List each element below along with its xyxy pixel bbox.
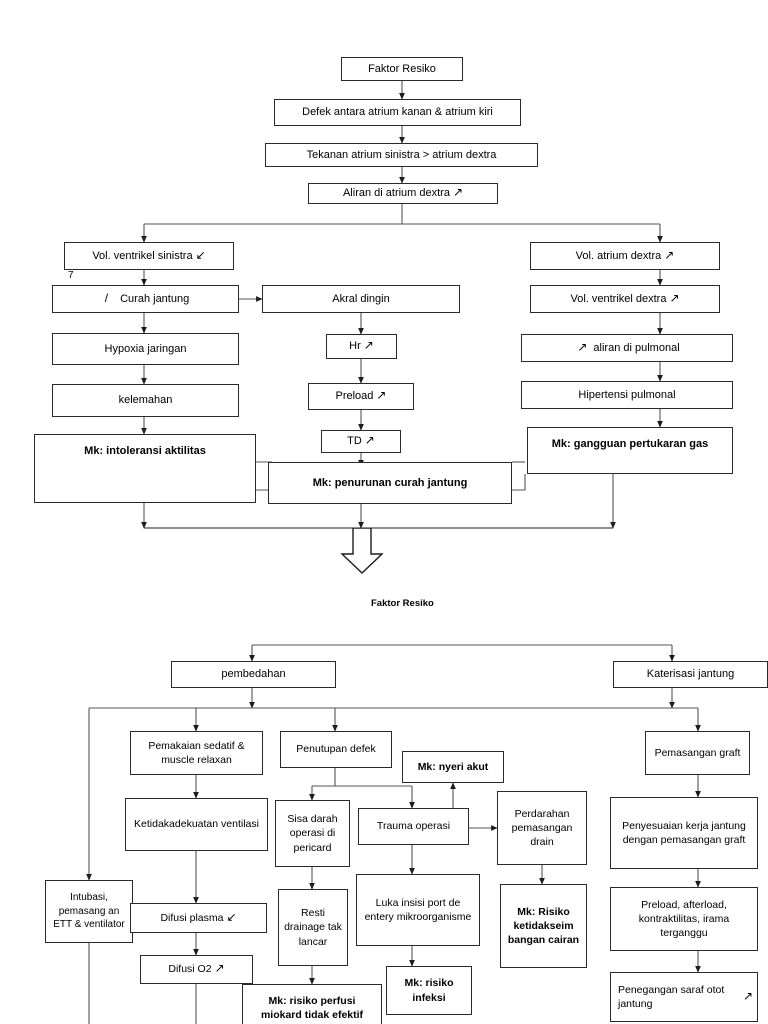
down-left-arrow-icon: ↙ — [195, 247, 206, 262]
up-right-arrow-icon: ↗ — [363, 338, 374, 353]
node-label: Vol. ventrikel dextra — [570, 292, 667, 305]
up-right-arrow-icon: ↗ — [664, 247, 675, 262]
node-label: Pemasangan graft — [654, 746, 741, 759]
node-tekanan-atrium-sinistra[interactable]: Tekanan atrium sinistra > atrium dextra — [265, 143, 538, 167]
node-vol-ventrikel-dextra[interactable]: Vol. ventrikel dextra ↗ — [530, 285, 720, 313]
node-label: Mk: Risiko ketidakseim bangan cairan — [507, 905, 580, 947]
node-label: Akral dingin — [332, 292, 390, 305]
node-mk-gangguan-pertukaran-gas[interactable]: Mk: gangguan pertukaran gas — [527, 427, 733, 474]
node-label: Resti drainage tak lancar — [284, 907, 342, 948]
node-label: Luka insisi port de entery mikroorganism… — [364, 896, 472, 923]
node-label: Mk: nyeri akut — [417, 760, 489, 773]
node-label: Perdarahan pemasangan drain — [511, 807, 573, 849]
node-label: Ketidakadekuatan ventilasi — [134, 818, 259, 831]
section-caption-faktor-resiko: Faktor Resiko — [371, 598, 434, 609]
node-label: Faktor Resiko — [368, 62, 436, 75]
node-preload[interactable]: Preload ↗ — [308, 383, 414, 410]
node-label: Pemakaian sedatif & muscle relaxan — [148, 739, 245, 766]
node-label: Penutupan defek — [296, 743, 376, 756]
node-mk-intoleransi-aktilitas[interactable]: Mk: intoleransi aktilitas — [34, 434, 256, 503]
node-label: Preload — [335, 390, 374, 403]
up-right-arrow-icon: ↗ — [577, 339, 588, 354]
node-penegangan-saraf-otot-jantung[interactable]: Penegangan saraf otot jantung ↗ — [610, 972, 758, 1022]
up-right-arrow-icon: ↗ — [376, 388, 387, 403]
node-hypoxia-jaringan[interactable]: Hypoxia jaringan — [52, 333, 239, 365]
node-mk-nyeri-akut[interactable]: Mk: nyeri akut — [402, 751, 504, 783]
node-mk-risiko-infeksi[interactable]: Mk: risiko infeksi — [386, 966, 472, 1015]
node-vol-atrium-dextra[interactable]: Vol. atrium dextra ↗ — [530, 242, 720, 270]
node-kelemahan[interactable]: kelemahan — [52, 384, 239, 417]
up-right-arrow-icon: ↗ — [452, 185, 464, 200]
node-label: Hypoxia jaringan — [104, 342, 187, 355]
node-label: Mk: risiko infeksi — [404, 977, 454, 1004]
node-label: Mk: gangguan pertukaran gas — [551, 438, 709, 450]
node-label: Curah jantung — [120, 292, 190, 305]
node-aliran-di-pulmonal[interactable]: ↗ aliran di pulmonal — [521, 334, 733, 362]
node-label: Difusi plasma — [160, 911, 224, 924]
node-difusi-plasma[interactable]: Difusi plasma ↙ — [130, 903, 267, 933]
node-hr[interactable]: Hr ↗ — [326, 334, 397, 359]
node-perdarahan-pemasangan-drain[interactable]: Perdarahan pemasangan drain — [497, 791, 587, 865]
node-faktor-resiko[interactable]: Faktor Resiko — [341, 57, 463, 81]
node-label: Hr — [349, 340, 361, 353]
section-transition-arrow — [340, 528, 384, 574]
up-right-arrow-icon: ↗ — [214, 961, 225, 976]
node-defek-antara-atrium[interactable]: Defek antara atrium kanan & atrium kiri — [274, 99, 521, 126]
node-label: Penegangan saraf otot jantung — [618, 983, 725, 1010]
node-label: Vol. atrium dextra — [575, 249, 662, 262]
node-sisa-darah-operasi[interactable]: Sisa darah operasi di pericard — [275, 800, 350, 867]
node-pemakaian-sedatif[interactable]: Pemakaian sedatif & muscle relaxan — [130, 731, 263, 775]
node-aliran-atrium-dextra[interactable]: Aliran di atrium dextra ↗ — [308, 183, 498, 204]
node-label: Mk: penurunan curah jantung — [312, 476, 468, 489]
node-label: Sisa darah operasi di pericard — [287, 813, 338, 854]
node-trauma-operasi[interactable]: Trauma operasi — [358, 808, 469, 845]
node-label: Preload, afterload, kontraktilitas, iram… — [638, 898, 730, 940]
node-intubasi-pemasangan-ett[interactable]: Intubasi, pemasang an ETT & ventilator — [45, 880, 133, 943]
node-mk-risiko-ketidakseimbangan-cairan[interactable]: Mk: Risiko ketidakseim bangan cairan — [500, 884, 587, 968]
node-label: Vol. ventrikel sinistra — [92, 249, 193, 262]
node-label: Hipertensi pulmonal — [578, 388, 676, 401]
node-vol-ventrikel-sinistra[interactable]: Vol. ventrikel sinistra ↙ — [64, 242, 234, 270]
down-left-arrow-icon: ↙ — [226, 909, 237, 924]
annotation-seven: 7 — [68, 270, 74, 281]
node-preload-afterload-kontraktilitas[interactable]: Preload, afterload, kontraktilitas, iram… — [610, 887, 758, 951]
node-label: TD — [347, 435, 362, 448]
node-curah-jantung[interactable]: / Curah jantung — [52, 285, 239, 313]
node-akral-dingin[interactable]: Akral dingin — [262, 285, 460, 313]
up-right-arrow-icon: ↗ — [669, 290, 680, 305]
node-label: Intubasi, pemasang an ETT & ventilator — [53, 892, 125, 931]
node-label: Mk: risiko perfusi miokard tidak efektif — [260, 994, 364, 1021]
up-right-arrow-icon: ↗ — [742, 988, 753, 1003]
node-penutupan-defek[interactable]: Penutupan defek — [280, 731, 392, 768]
node-td[interactable]: TD ↗ — [321, 430, 401, 453]
node-mk-risiko-perfusi-miokard[interactable]: Mk: risiko perfusi miokard tidak efektif — [242, 984, 382, 1024]
node-pemasangan-graft[interactable]: Pemasangan graft — [645, 731, 750, 775]
node-label: Difusi O2 — [168, 963, 212, 976]
node-luka-insisi-port-de-entery[interactable]: Luka insisi port de entery mikroorganism… — [356, 874, 480, 946]
node-label: Trauma operasi — [376, 820, 451, 833]
node-penyesuaian-kerja-jantung[interactable]: Penyesuaian kerja jantung dengan pemasan… — [610, 797, 758, 869]
node-label: pembedahan — [221, 668, 286, 681]
node-label: Defek antara atrium kanan & atrium kiri — [302, 106, 493, 119]
node-resti-drainage-tak-lancar[interactable]: Resti drainage tak lancar — [278, 889, 348, 966]
node-katerisasi-jantung[interactable]: Katerisasi jantung — [613, 661, 768, 688]
node-label: Aliran di atrium dextra — [342, 187, 450, 200]
node-hipertensi-pulmonal[interactable]: Hipertensi pulmonal — [521, 381, 733, 409]
node-label: Penyesuaian kerja jantung dengan pemasan… — [622, 819, 746, 846]
node-label: kelemahan — [118, 394, 173, 407]
node-mk-penurunan-curah-jantung[interactable]: Mk: penurunan curah jantung — [268, 462, 512, 504]
up-right-arrow-icon: ↗ — [364, 433, 375, 448]
node-difusi-o2[interactable]: Difusi O2 ↗ — [140, 955, 253, 984]
node-label: Katerisasi jantung — [646, 668, 735, 681]
node-label: Mk: intoleransi aktilitas — [84, 445, 206, 457]
down-arrow-icon: / — [104, 290, 109, 305]
node-label: Tekanan atrium sinistra > atrium dextra — [306, 148, 497, 161]
node-pembedahan[interactable]: pembedahan — [171, 661, 336, 688]
node-ketidakadekuatan-ventilasi[interactable]: Ketidakadekuatan ventilasi — [125, 798, 268, 851]
node-label: aliran di pulmonal — [593, 341, 680, 354]
